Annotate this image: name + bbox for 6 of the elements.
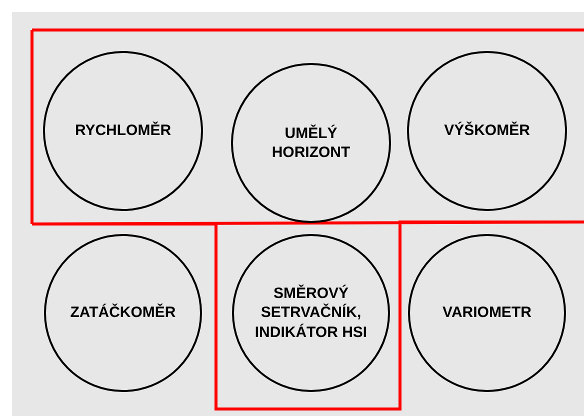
instrument-label: SMĚROVÝ SETRVAČNÍK, INDIKÁTOR HSI [254, 284, 368, 342]
instrument-label: VÝŠKOMĚR [444, 121, 530, 141]
instrument-label: ZATÁČKOMĚR [70, 303, 176, 323]
instrument-label: RYCHLOMĚR [74, 121, 172, 141]
instrument-label: UMĚLÝ HORIZONT [270, 124, 352, 162]
instrument-label: VARIOMETR [442, 303, 532, 323]
